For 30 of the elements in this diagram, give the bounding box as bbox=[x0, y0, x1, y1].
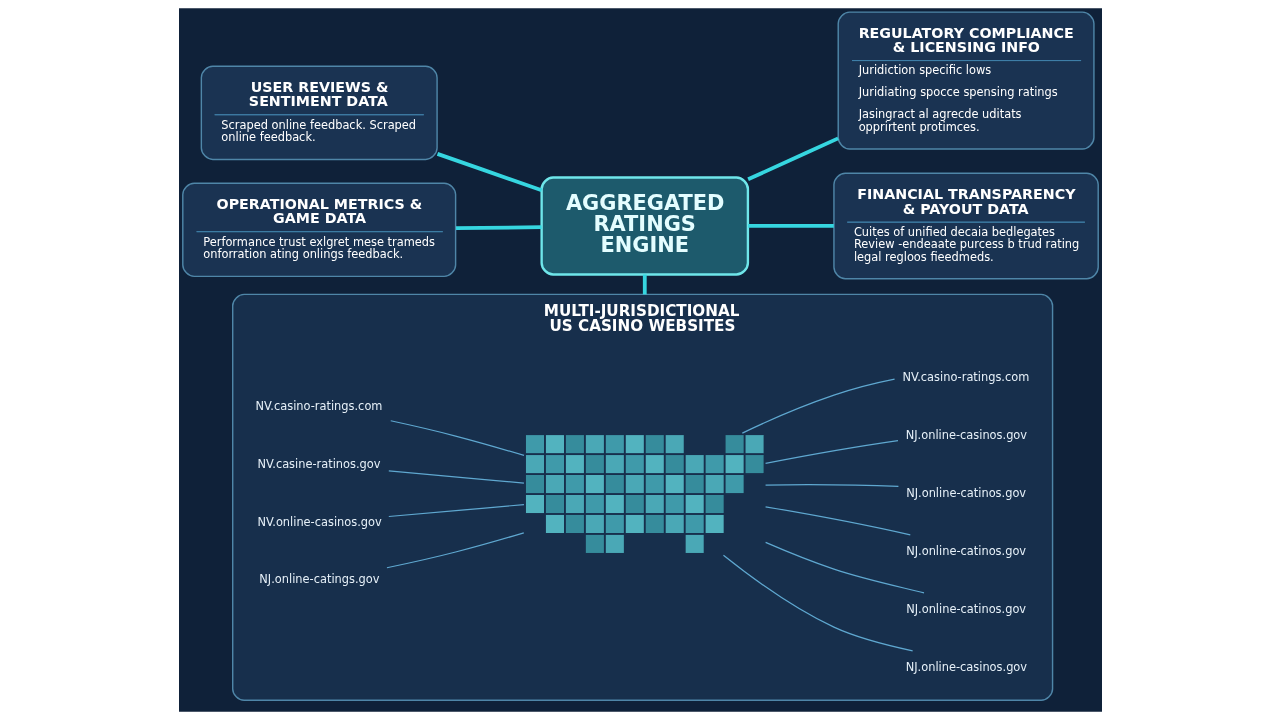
node-text: NJ.online-catinos.gov bbox=[905, 543, 1026, 558]
node-text: NJ.online-casinos.gov bbox=[905, 427, 1027, 442]
connector bbox=[747, 224, 834, 228]
node-box: REGULATORY COMPLIANCE & LICENSING INFO Juridiction specific lows Juridiating spocce spensing ratings Jasingract al agrecde uditats opprirtent protimces. bbox=[837, 11, 1095, 150]
node-text: NV.online-casinos.gov bbox=[256, 514, 382, 529]
connector bbox=[436, 152, 542, 193]
node-box: USER REVIEWS & SENTIMENT DATA Scraped online feedback. Scraped online feedback. bbox=[200, 65, 438, 161]
connector bbox=[741, 378, 895, 434]
node-text: NV.casino-ratings.com bbox=[901, 370, 1029, 385]
connector bbox=[764, 506, 911, 536]
node-text: NJ.online-catinos.gov bbox=[905, 601, 1026, 616]
connector bbox=[385, 532, 524, 569]
connector bbox=[642, 274, 647, 295]
connector bbox=[389, 420, 525, 457]
connector bbox=[722, 554, 913, 652]
node-box: FINANCIAL TRANSPARENCY & PAYOUT DATA Cuites of unified decaia bedlegates Review -endeaate purcess b trud rating legal regloos fieedmeds. bbox=[832, 172, 1099, 280]
connector bbox=[746, 136, 839, 182]
connector bbox=[764, 484, 899, 487]
node-box: AGGREGATED RATINGS ENGINE bbox=[539, 176, 749, 276]
connector bbox=[387, 470, 525, 484]
connector bbox=[387, 503, 525, 518]
connector bbox=[764, 541, 925, 594]
connector bbox=[455, 225, 542, 231]
node-text: NJ.online-casinos.gov bbox=[905, 659, 1027, 674]
node-box: OPERATIONAL METRICS & GAME DATA Performance trust exlgret mese trameds onforration ating onlings feedback. bbox=[181, 182, 456, 278]
connector bbox=[764, 439, 899, 464]
node-text: NJ.online-catinos.gov bbox=[905, 485, 1026, 500]
node-text: NV.casine-ratinos.gov bbox=[256, 456, 381, 471]
node-text: NV.casino-ratings.com bbox=[255, 398, 382, 413]
node-text: NJ.online-catings.gov bbox=[258, 572, 380, 587]
